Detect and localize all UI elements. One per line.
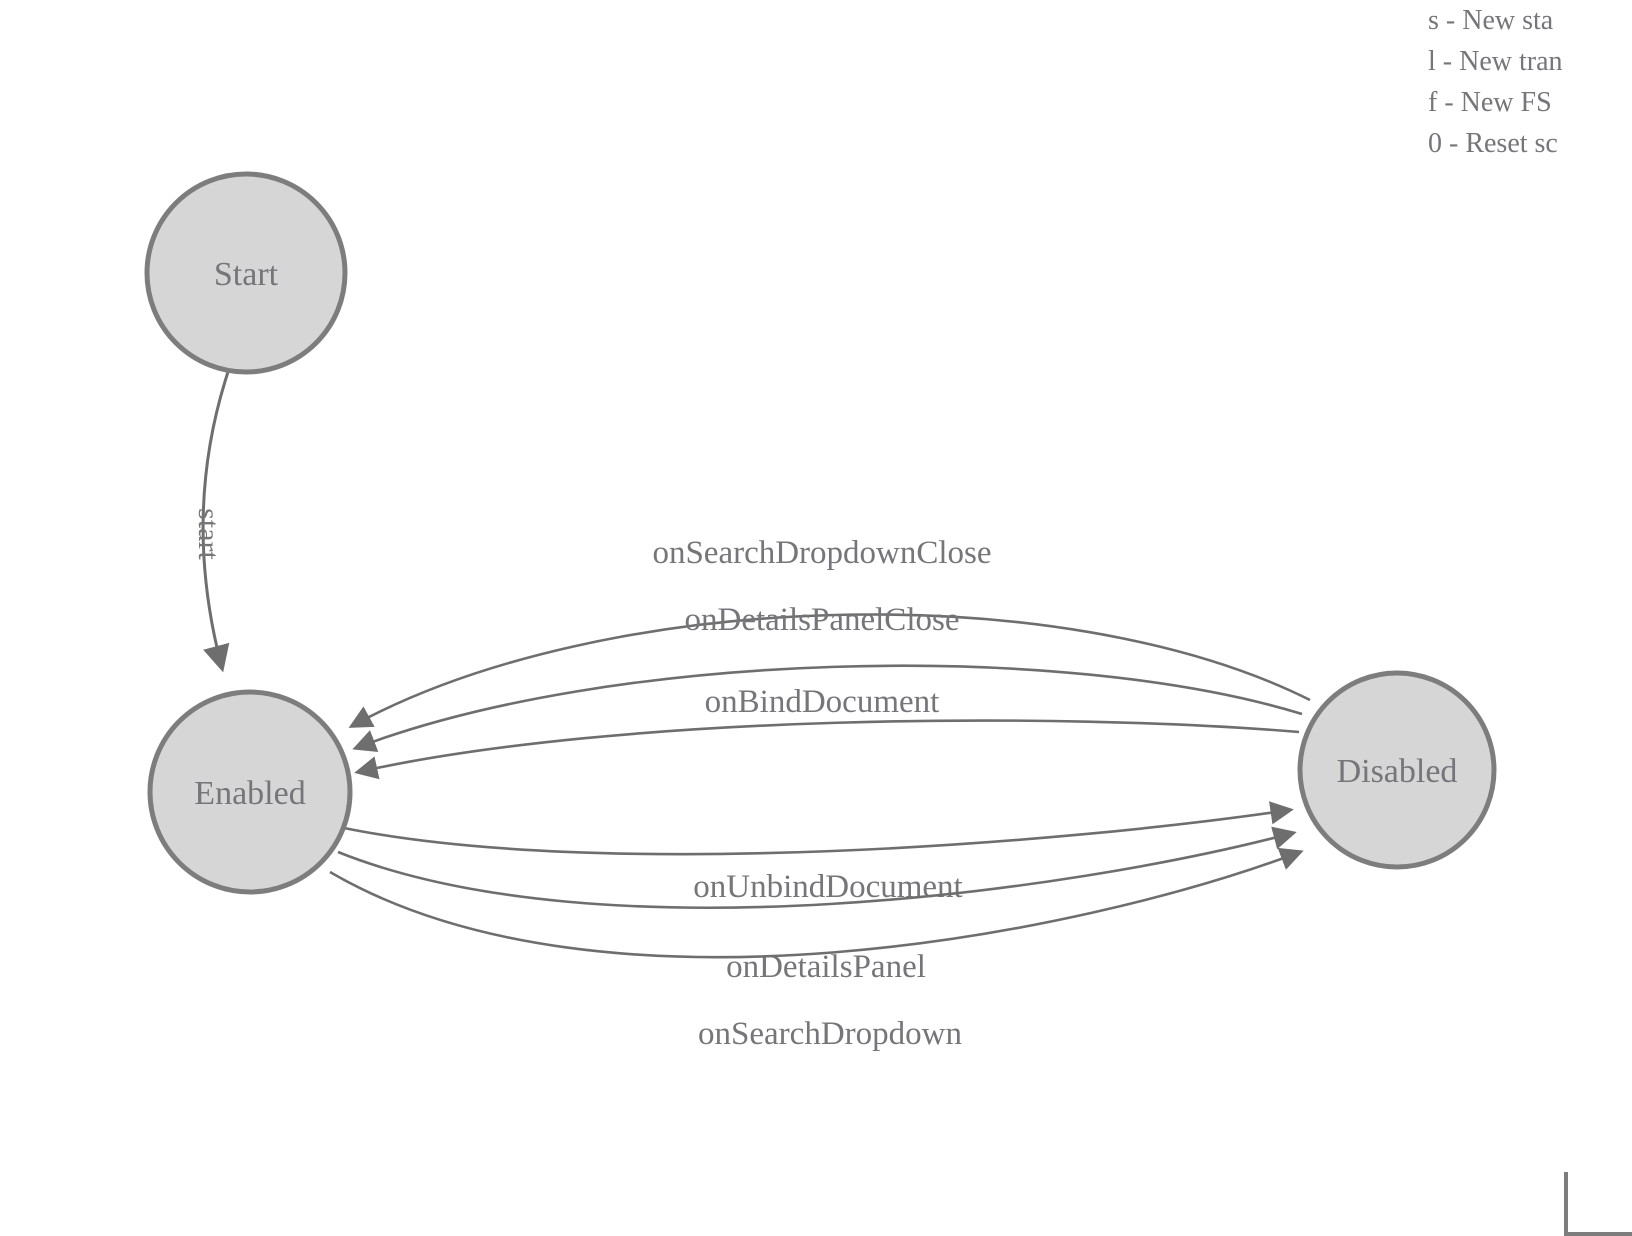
node-disabled[interactable]: Disabled — [1297, 670, 1497, 870]
edge-label-on-details-panel-close: onDetailsPanelClose — [685, 602, 960, 638]
edge-path-on-search-dropdown[interactable] — [329, 847, 1304, 959]
node-start-label: Start — [214, 256, 279, 293]
node-layer: Start Enabled Disabled — [144, 171, 1497, 895]
edge-label-start: start — [192, 508, 225, 560]
edge-path-on-unbind-document[interactable] — [343, 801, 1294, 856]
corner-panel-fragment — [1564, 1172, 1632, 1236]
edge-on-search-dropdown[interactable]: onSearchDropdown — [329, 847, 1304, 1052]
edge-on-bind-document[interactable]: onBindDocument — [354, 684, 1300, 780]
node-disabled-label: Disabled — [1337, 753, 1458, 790]
edge-path-on-bind-document[interactable] — [354, 719, 1300, 780]
node-enabled[interactable]: Enabled — [147, 689, 353, 895]
edge-label-on-search-dropdown-close: onSearchDropdownClose — [652, 535, 991, 571]
edge-path-on-search-dropdown-close[interactable] — [348, 613, 1311, 728]
node-start-circle[interactable] — [144, 171, 348, 375]
edge-label-on-search-dropdown: onSearchDropdown — [698, 1016, 962, 1052]
edge-on-search-dropdown-close[interactable]: onSearchDropdownClose — [348, 535, 1311, 728]
edge-label-on-bind-document: onBindDocument — [705, 684, 940, 720]
node-enabled-circle[interactable] — [147, 689, 353, 895]
node-start[interactable]: Start — [144, 171, 348, 375]
edge-label-on-details-panel: onDetailsPanel — [726, 949, 926, 985]
edge-path-on-details-panel-close[interactable] — [352, 664, 1303, 752]
node-enabled-label: Enabled — [194, 775, 305, 812]
edge-on-details-panel[interactable]: onDetailsPanel — [337, 826, 1297, 985]
edge-path-on-details-panel[interactable] — [337, 826, 1297, 909]
edge-on-details-panel-close[interactable]: onDetailsPanelClose — [352, 602, 1303, 752]
edge-layer: start onSearchDropdownClose onDetailsPan… — [192, 371, 1311, 1052]
state-diagram-canvas[interactable]: start onSearchDropdownClose onDetailsPan… — [0, 0, 1632, 1204]
edge-start[interactable]: start — [192, 371, 230, 673]
edge-path-start[interactable] — [201, 371, 230, 673]
edge-on-unbind-document[interactable]: onUnbindDocument — [343, 801, 1294, 905]
node-disabled-circle[interactable] — [1297, 670, 1497, 870]
edge-label-on-unbind-document: onUnbindDocument — [693, 869, 962, 905]
